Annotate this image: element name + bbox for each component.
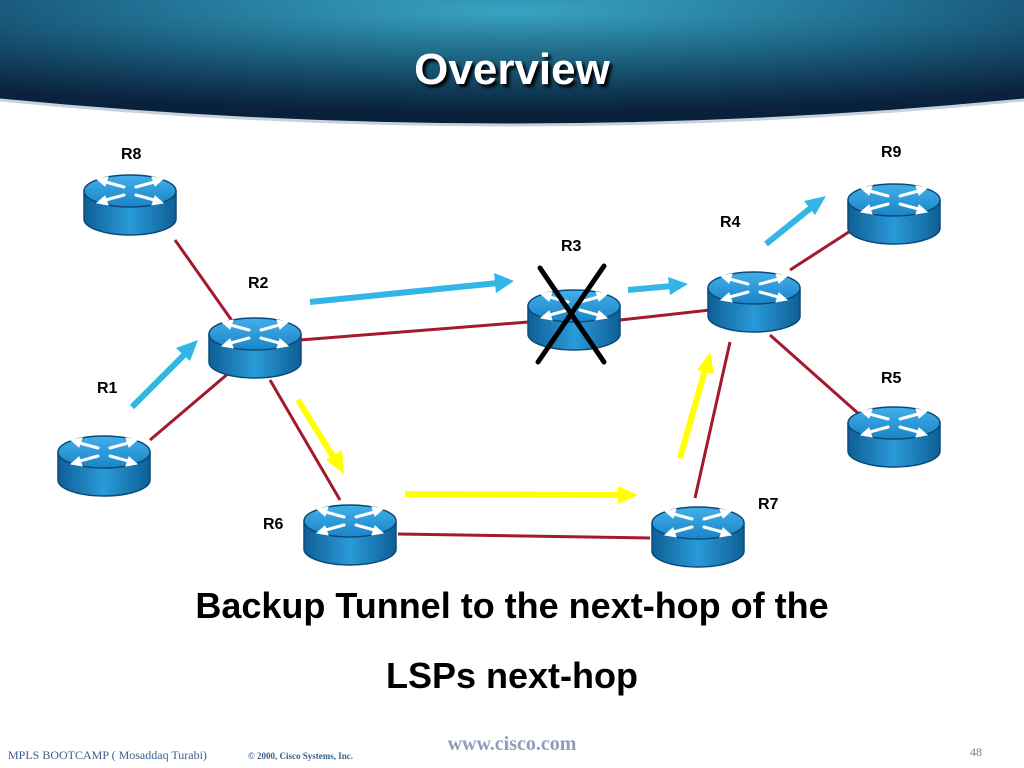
footer-copyright: © 2000, Cisco Systems, Inc. [248, 751, 353, 761]
backup-arrow-r6-r7 [404, 486, 638, 504]
backup-tunnel-arrows [295, 352, 714, 504]
links [149, 226, 861, 540]
router-label-r5: R5 [881, 370, 902, 387]
footer-url: www.cisco.com [447, 733, 577, 755]
backup-arrow-r7-r4 [677, 352, 714, 459]
primary-lsp-arrows [129, 196, 826, 410]
link-r4-r5 [769, 333, 861, 417]
router-r5-icon [846, 405, 942, 469]
lsp-arrow-r1-r2 [129, 340, 198, 410]
caption-line-2: LSPs next-hop [385, 655, 639, 696]
router-r4-icon [706, 270, 802, 334]
router-r7-icon [650, 505, 746, 569]
router-label-r9: R9 [881, 144, 902, 161]
router-label-r1: R1 [97, 380, 118, 397]
router-label-r4: R4 [720, 214, 741, 231]
router-r9-icon [846, 182, 942, 246]
link-r4-r9 [789, 226, 856, 272]
router-label-r6: R6 [263, 516, 284, 533]
lsp-arrow-r2-r3 [309, 273, 514, 305]
backup-arrow-r2-r6 [295, 398, 344, 474]
link-r3-r4 [619, 308, 711, 322]
lsp-arrow-r3-r4 [627, 277, 688, 295]
link-r8-r2 [173, 239, 237, 326]
link-r1-r2 [149, 370, 231, 442]
router-label-r2: R2 [248, 275, 269, 292]
lsp-arrow-r4-r9 [764, 196, 826, 247]
router-label-r8: R8 [121, 146, 142, 163]
router-label-r3: R3 [561, 238, 582, 255]
router-r6-icon [302, 503, 398, 567]
router-label-r7: R7 [758, 496, 779, 513]
footer-course-label: MPLS BOOTCAMP ( Mosaddaq Turabi) [8, 748, 207, 762]
link-r7-r4 [693, 341, 732, 499]
link-r2-r3 [299, 320, 529, 342]
router-r1-icon [56, 434, 152, 498]
caption-line-1: Backup Tunnel to the next-hop of the [195, 585, 829, 626]
slide-title: Overview [414, 45, 610, 94]
page-number: 48 [970, 745, 982, 759]
router-r8-icon [82, 173, 178, 237]
router-r2-icon [207, 316, 303, 380]
failure-cross-icon [535, 263, 607, 365]
header-banner [0, 0, 1024, 127]
link-r2-r6 [268, 379, 342, 501]
link-r6-r7 [397, 532, 651, 540]
